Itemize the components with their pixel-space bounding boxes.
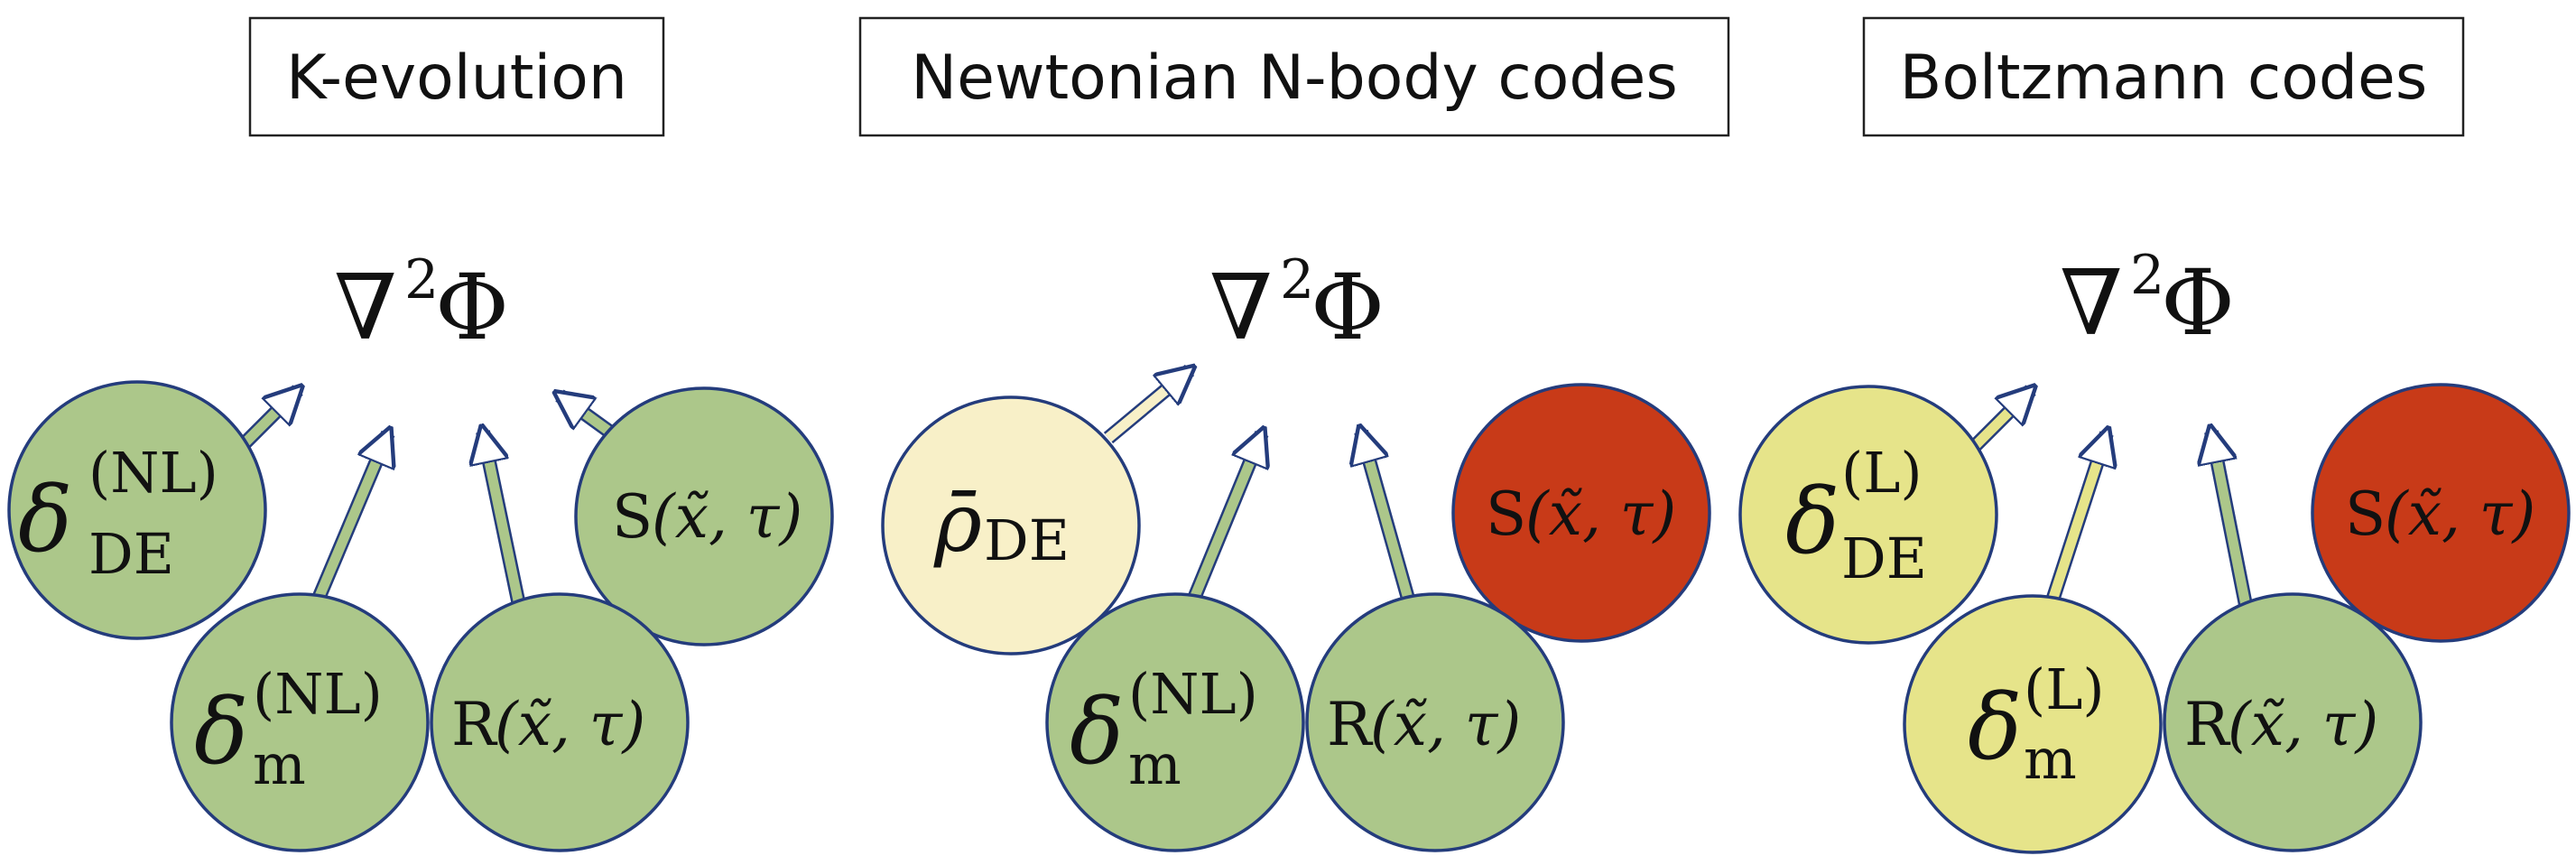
panel-boltzmann: Boltzmann codes ∇ 2 Φ δ (L) DE S	[1738, 16, 2571, 854]
rho-symbol: ρ̄	[933, 476, 982, 571]
source-symbol: S	[2345, 479, 2386, 549]
subscript-label: DE	[88, 521, 174, 587]
nabla-exponent: 2	[1280, 248, 1314, 312]
delta-symbol: δ	[1785, 469, 1839, 574]
nabla-symbol: ∇	[2060, 250, 2123, 356]
circle-source-term: S (x̃, τ)	[2311, 383, 2571, 643]
residual-args: (x̃, τ)	[1370, 690, 1521, 759]
circle-residual-term: R (x̃, τ)	[2163, 592, 2423, 852]
superscript-label: (L)	[2024, 656, 2105, 722]
source-args: (x̃, τ)	[652, 482, 802, 552]
subscript-label: m	[253, 731, 306, 797]
phi-symbol: Φ	[1311, 255, 1385, 360]
superscript-label: (NL)	[88, 440, 218, 506]
superscript-label: (NL)	[253, 661, 383, 727]
circle-delta-de: δ (L) DE	[1738, 385, 1998, 645]
panel-title: K-evolution	[248, 16, 665, 137]
circle-delta-de: δ (NL) DE	[7, 380, 267, 640]
panel-newtonian-nbody: Newtonian N-body codes ∇ 2 Φ ρ̄ DE S (x	[858, 16, 1730, 852]
residual-args: (x̃, τ)	[495, 690, 645, 759]
panel-title: Newtonian N-body codes	[858, 16, 1730, 137]
circle-delta-m: δ (NL) m	[1045, 592, 1305, 852]
nabla-exponent: 2	[404, 248, 439, 312]
residual-symbol: R	[2184, 690, 2231, 759]
circle-source-term: S (x̃, τ)	[574, 386, 834, 646]
panel-title-text: K-evolution	[286, 42, 627, 114]
source-symbol: S	[1486, 479, 1526, 549]
circle-residual-term: R (x̃, τ)	[1305, 592, 1565, 852]
phi-symbol: Φ	[2161, 250, 2235, 356]
panel-title-text: Boltzmann codes	[1900, 42, 2428, 114]
arrow-m-to-phi	[2045, 433, 2107, 603]
nabla-exponent: 2	[2130, 244, 2164, 307]
residual-symbol: R	[451, 690, 498, 759]
arrow-r-to-phi	[1361, 432, 1417, 608]
superscript-label: (NL)	[1128, 661, 1258, 727]
circle-delta-m: δ (NL) m	[170, 592, 430, 852]
delta-symbol: δ	[194, 679, 248, 785]
panel-title: Boltzmann codes	[1862, 16, 2465, 137]
circle-delta-m: δ (L) m	[1903, 594, 2163, 854]
circle-residual-term: R (x̃, τ)	[430, 592, 690, 852]
arrow-r-to-phi	[483, 432, 526, 607]
panel-title-text: Newtonian N-body codes	[911, 42, 1678, 114]
nabla-symbol: ∇	[1209, 255, 1273, 360]
residual-args: (x̃, τ)	[2228, 690, 2378, 759]
source-symbol: S	[612, 482, 653, 552]
arrow-m-to-phi	[310, 433, 388, 604]
nabla-symbol: ∇	[334, 255, 397, 360]
source-args: (x̃, τ)	[1525, 479, 1676, 549]
arrow-s-to-phi	[560, 395, 616, 440]
circle-source-term: S (x̃, τ)	[1451, 383, 1711, 643]
poisson-equation: ∇ 2 Φ	[334, 248, 509, 360]
subscript-label: DE	[1841, 526, 1927, 591]
delta-symbol: δ	[1968, 674, 2022, 780]
poisson-equation: ∇ 2 Φ	[2060, 244, 2235, 356]
arrow-r-to-phi	[2211, 432, 2253, 607]
arrow-de-to-phi	[1964, 390, 2031, 457]
arrow-rho-to-phi	[1103, 370, 1190, 444]
arrow-m-to-phi	[1186, 433, 1262, 604]
subscript-label: m	[2024, 726, 2077, 792]
delta-symbol: δ	[1070, 679, 1124, 785]
panel-k-evolution: K-evolution ∇ 2 Φ δ (NL) DE	[7, 16, 834, 852]
subscript-label: DE	[984, 507, 1070, 573]
circle-rho-de: ρ̄ DE	[881, 395, 1141, 656]
residual-symbol: R	[1327, 690, 1374, 759]
phi-symbol: Φ	[435, 255, 509, 360]
subscript-label: m	[1128, 731, 1181, 797]
delta-symbol: δ	[18, 467, 72, 572]
source-args: (x̃, τ)	[2385, 479, 2535, 549]
superscript-label: (L)	[1841, 440, 1923, 506]
poisson-equation: ∇ 2 Φ	[1209, 248, 1385, 360]
